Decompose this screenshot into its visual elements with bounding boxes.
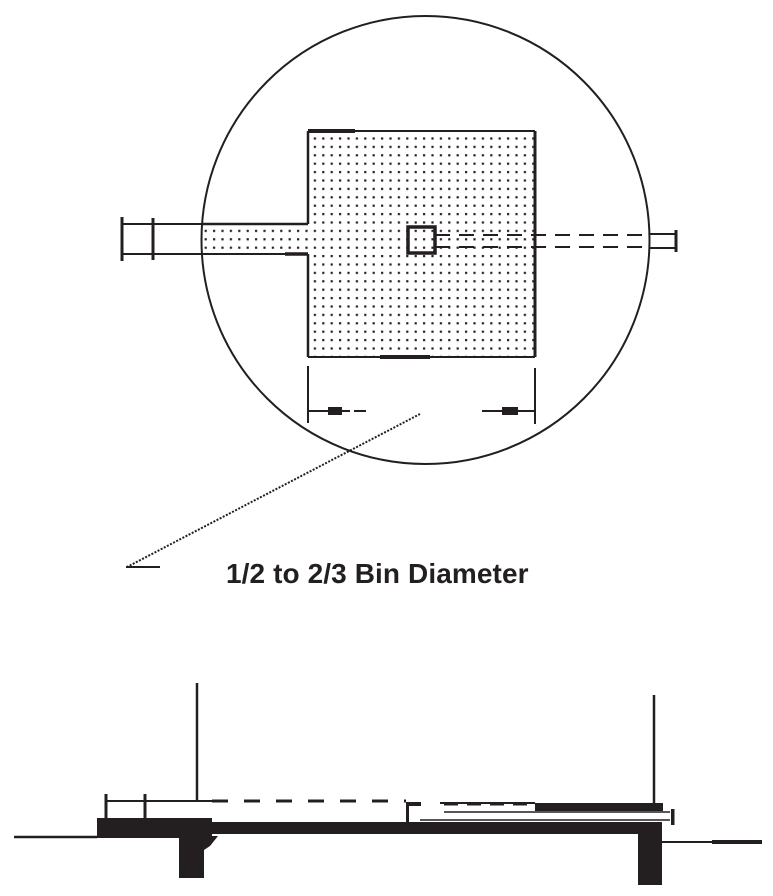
floor-slab [97,819,662,838]
center-sump [406,225,437,255]
leader-line [126,413,421,568]
left-footing [179,836,218,878]
left-fan-pipe [120,217,202,261]
right-footing [638,834,662,885]
center-square-plenum [306,129,537,359]
auger-tube [535,803,663,811]
left-floor-pipe [104,794,212,818]
right-unload-tube [435,230,678,252]
bin-circle [200,15,651,465]
dimension-line [307,366,536,424]
left-transition-duct [202,222,309,256]
top-view [120,15,678,568]
auger-end-cap [671,809,675,825]
side-view [14,683,762,885]
diameter-caption: 1/2 to 2/3 Bin Diameter [226,558,529,589]
